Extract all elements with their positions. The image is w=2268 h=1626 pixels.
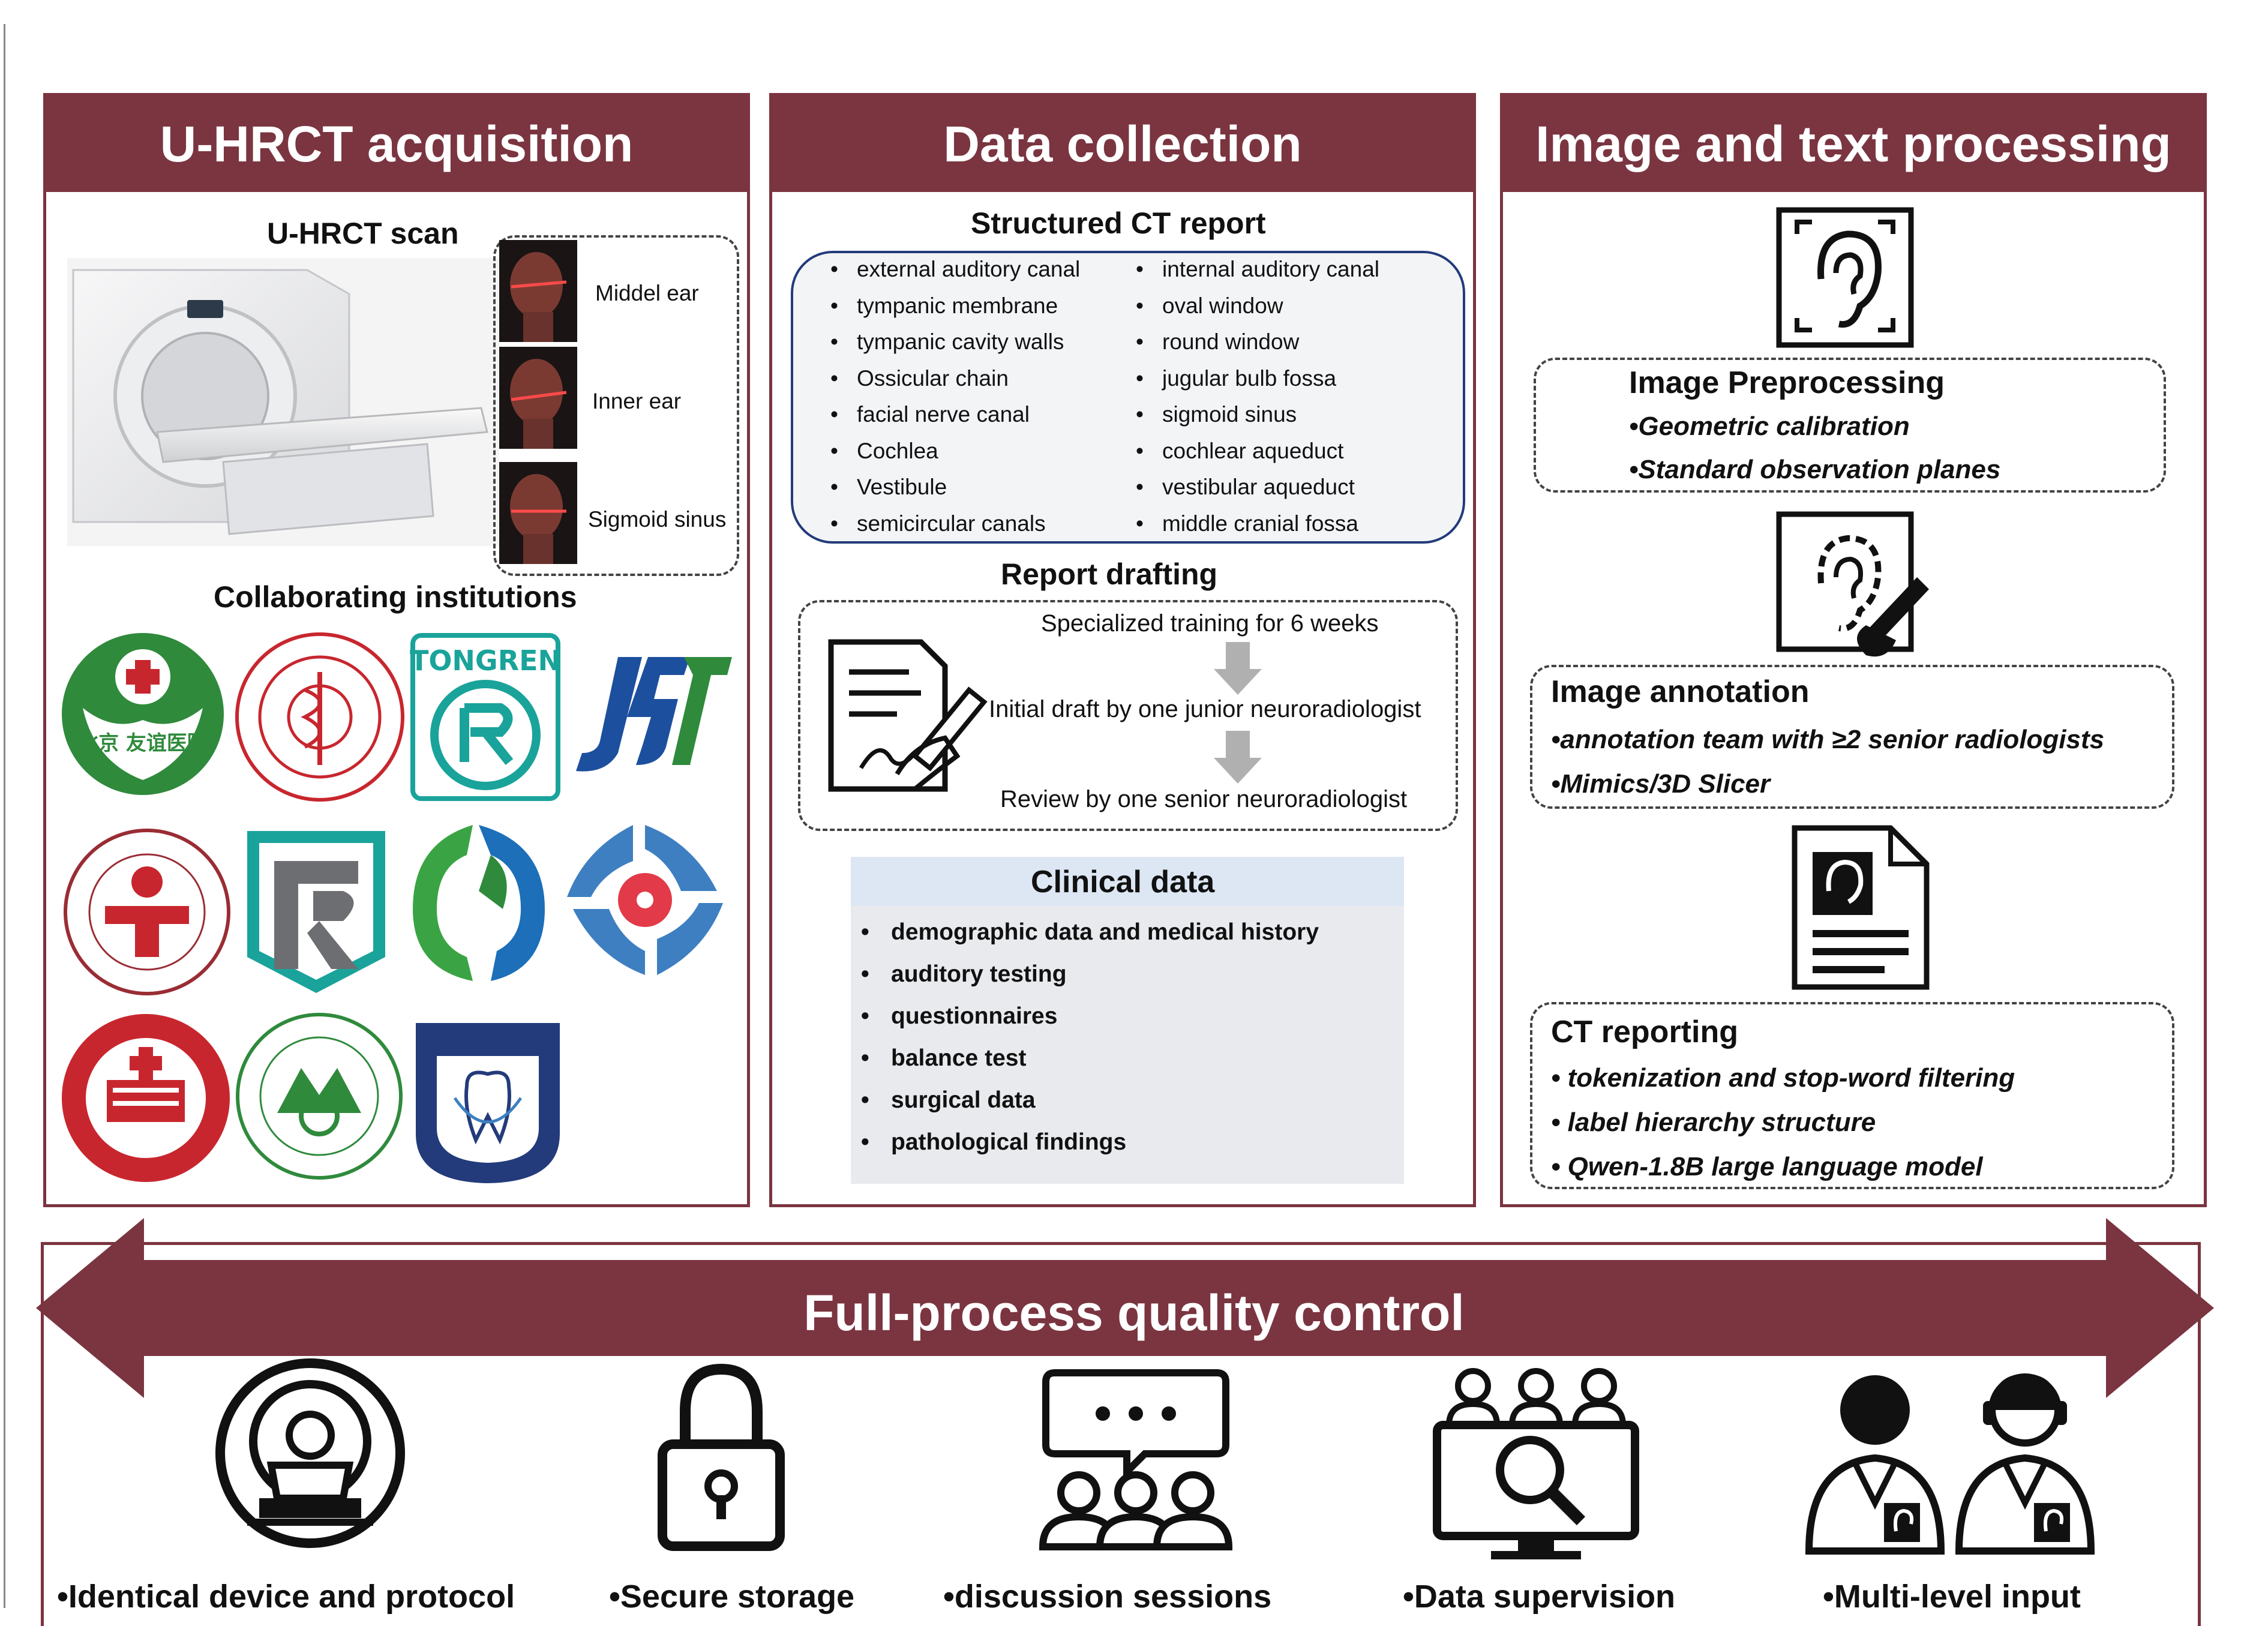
- clinical-item: balance test: [861, 1045, 1027, 1072]
- arrow-down-icon: [1214, 642, 1262, 695]
- logo-shanghai-sixth-hospital: [235, 632, 404, 802]
- reporting-item-tokenization: • tokenization and stop-word filtering: [1551, 1063, 2015, 1093]
- report-item: tympanic membrane: [830, 293, 1058, 319]
- logo-beijing-friendship: 北京 友谊医院: [62, 633, 224, 795]
- logo-green-blue-swirl: [413, 825, 545, 981]
- left-edge-line: [4, 24, 5, 1608]
- data-supervision-icon: [1433, 1368, 1639, 1559]
- quality-control-banner-arrow: [36, 1218, 2214, 1398]
- inner-ear-scan-image: [499, 347, 577, 449]
- logo-beijing-chaoyang-hospital: [64, 829, 230, 995]
- quality-control-box: [41, 1242, 2201, 1626]
- report-item: vestibular aqueduct: [1136, 475, 1355, 500]
- report-item: facial nerve canal: [830, 402, 1030, 427]
- drafting-box: [798, 600, 1458, 831]
- preprocessing-item-planes: •Standard observation planes: [1629, 455, 2001, 484]
- report-item: external auditory canal: [830, 257, 1080, 282]
- report-item: semicircular canals: [830, 511, 1046, 536]
- annotation-box: [1530, 665, 2174, 809]
- scan-title: U-HRCT scan: [267, 217, 459, 250]
- ear-scan-icon: [1776, 207, 1914, 348]
- reporting-item-llm: • Qwen-1.8B large language model: [1551, 1152, 1983, 1181]
- annotation-item-software: •Mimics/3D Slicer: [1551, 769, 1771, 799]
- ct-scanner-icon: [215, 1358, 405, 1548]
- reporting-item-hierarchy: • label hierarchy structure: [1551, 1108, 1876, 1137]
- middle-ear-scan-image: [499, 240, 577, 342]
- doctors-icon: [1805, 1373, 2095, 1555]
- qc-label-device: •Identical device and protocol: [57, 1579, 515, 1615]
- logo-shandong-stomatology: [236, 1013, 403, 1180]
- structured-report-title: Structured CT report: [971, 206, 1266, 240]
- clinical-item: questionnaires: [861, 1003, 1057, 1030]
- preprocessing-item-calibration: •Geometric calibration: [1629, 412, 1910, 441]
- institutions-title: Collaborating institutions: [214, 580, 577, 614]
- annotation-title: Image annotation: [1551, 674, 1810, 709]
- clinical-item: surgical data: [861, 1087, 1036, 1114]
- scan-label-sigmoid-sinus: Sigmoid sinus: [588, 507, 727, 532]
- panel-processing-title: Image and text processing: [1503, 96, 2204, 192]
- logo-tongren-text: TONGREN: [410, 644, 561, 677]
- annotation-item-team: •annotation team with ≥2 senior radiolog…: [1551, 725, 2105, 754]
- clinical-item: pathological findings: [861, 1129, 1126, 1156]
- drafting-title: Report drafting: [1001, 557, 1218, 591]
- panel-collection-title: Data collection: [772, 96, 1473, 192]
- logo-shanxi-second-hospital: [62, 1014, 230, 1182]
- report-item: sigmoid sinus: [1136, 402, 1297, 427]
- reporting-box: [1530, 1002, 2174, 1189]
- logo-blue-flower: [567, 825, 723, 975]
- qc-label-multilevel: •Multi-level input: [1823, 1579, 2081, 1615]
- report-item: round window: [1136, 329, 1299, 355]
- preprocessing-box: [1534, 358, 2166, 493]
- report-item: Cochlea: [830, 439, 938, 464]
- lock-icon: [658, 1363, 785, 1551]
- clinical-item: auditory testing: [861, 961, 1066, 988]
- reporting-title: CT reporting: [1551, 1015, 1738, 1049]
- report-item: oval window: [1136, 293, 1283, 319]
- clinical-data-title: Clinical data: [1031, 865, 1215, 899]
- report-item: Ossicular chain: [830, 366, 1009, 391]
- report-item: middle cranial fossa: [1136, 511, 1358, 536]
- scan-views-box: [493, 235, 739, 576]
- drafting-step-review: Review by one senior neuroradiologist: [1000, 786, 1408, 812]
- report-item: Vestibule: [830, 475, 947, 500]
- logo-tr: [247, 831, 385, 993]
- ct-scanner-image: [67, 258, 499, 546]
- document-signing-icon: [828, 639, 988, 792]
- report-item: internal auditory canal: [1136, 257, 1379, 282]
- clinical-item: demographic data and medical history: [861, 919, 1319, 946]
- report-item: cochlear aqueduct: [1136, 439, 1343, 464]
- sigmoid-sinus-scan-image: [499, 462, 577, 564]
- arrow-down-icon: [1214, 731, 1262, 784]
- logo-tongren: TONGREN: [410, 633, 561, 801]
- logo-jst: [576, 657, 732, 772]
- quality-control-title: Full-process quality control: [803, 1285, 1465, 1341]
- scan-label-middle-ear: Middel ear: [595, 281, 699, 305]
- drafting-step-training: Specialized training for 6 weeks: [1041, 610, 1379, 637]
- qc-label-supervision: •Data supervision: [1403, 1579, 1676, 1615]
- report-item: jugular bulb fossa: [1136, 366, 1336, 391]
- panel-acquisition-title: U-HRCT acquisition: [46, 96, 747, 192]
- logo-shanghai-stomatological: [416, 1023, 560, 1183]
- drafting-step-initial: Initial draft by one junior neuroradiolo…: [989, 696, 1421, 722]
- ear-report-document-icon: [1792, 825, 1930, 990]
- clinical-data-header: [851, 857, 1404, 906]
- qc-label-discussion: •discussion sessions: [943, 1579, 1272, 1615]
- ear-annotation-icon: [1776, 511, 1929, 657]
- preprocessing-title: Image Preprocessing: [1629, 365, 1945, 400]
- logo-beijing-friendship-text: 北京 友谊医院: [78, 731, 208, 755]
- scan-label-inner-ear: Inner ear: [592, 389, 682, 413]
- discussion-icon: [1039, 1369, 1233, 1550]
- report-item: tympanic cavity walls: [830, 329, 1064, 355]
- qc-label-storage: •Secure storage: [609, 1579, 855, 1615]
